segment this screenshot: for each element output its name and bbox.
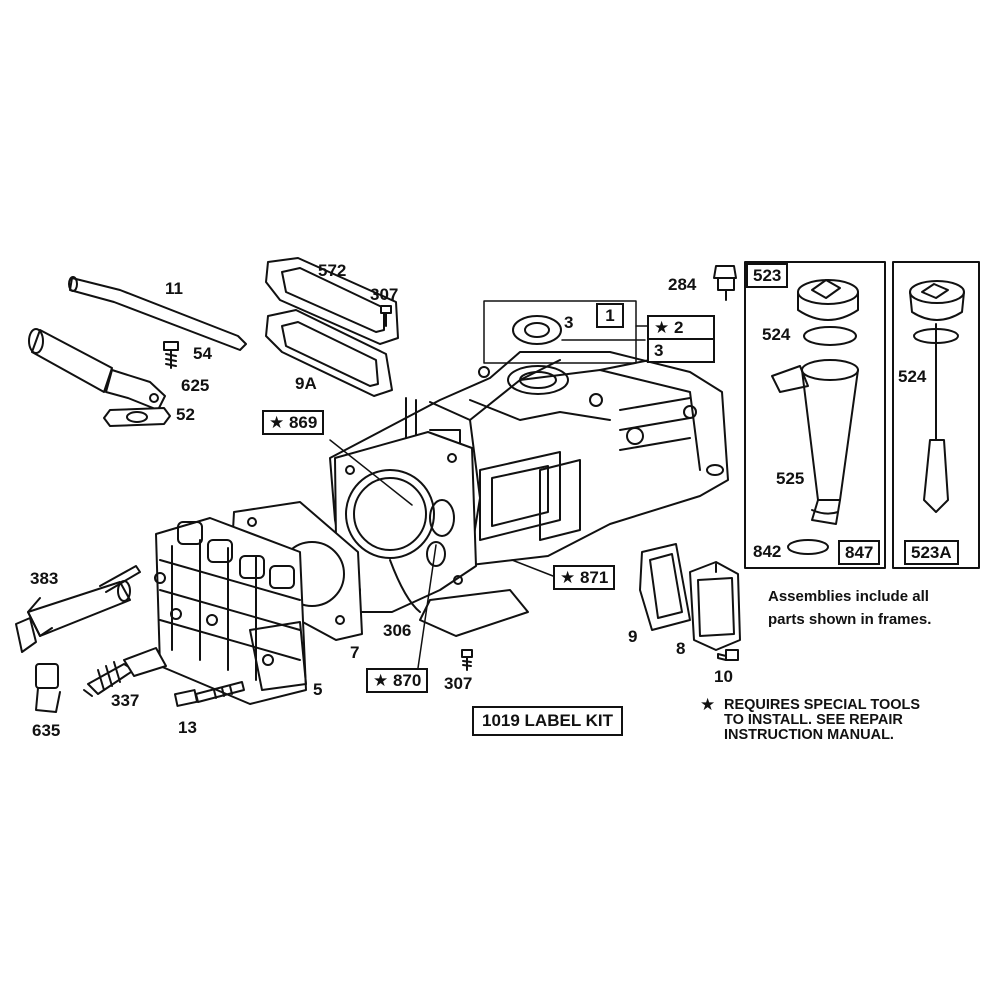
spark-plug bbox=[83, 647, 167, 697]
base-gasket bbox=[389, 559, 529, 637]
frame-523a bbox=[892, 261, 980, 569]
part-label-847: 847 bbox=[838, 540, 881, 565]
bolt-13 bbox=[173, 681, 245, 707]
part-label-284: 284 bbox=[668, 275, 697, 294]
o-ring-524a bbox=[803, 326, 857, 346]
dipstick-tube-525 bbox=[771, 359, 859, 525]
special-tools-line3: INSTRUCTION MANUAL. bbox=[724, 727, 894, 744]
part-label-2: ★ 2 bbox=[647, 315, 715, 340]
assemblies-note: Assemblies include all parts shown in fr… bbox=[768, 585, 931, 632]
oil-seal bbox=[512, 315, 562, 345]
gasket-52 bbox=[103, 407, 171, 427]
part-label-870: ★ 870 bbox=[366, 668, 429, 693]
cylinder-gasket bbox=[334, 431, 477, 613]
part-label-625: 625 bbox=[181, 376, 210, 395]
part-label-52: 52 bbox=[176, 405, 195, 424]
part-label-5: 5 bbox=[313, 680, 323, 699]
part-label-11: 11 bbox=[165, 279, 183, 298]
screw-307-bottom bbox=[461, 649, 473, 671]
o-ring-842 bbox=[787, 539, 829, 555]
part-label-842: 842 bbox=[753, 542, 782, 561]
part-label-10: 10 bbox=[714, 667, 733, 686]
part-label-9: 9 bbox=[628, 627, 638, 646]
part-label-383: 383 bbox=[30, 569, 59, 588]
plug-284 bbox=[713, 265, 737, 301]
part-label-871: ★ 871 bbox=[553, 565, 616, 590]
special-tools-line1: REQUIRES SPECIAL TOOLS bbox=[724, 697, 921, 713]
part-label-1: 1 bbox=[596, 303, 624, 328]
dipstick-tube bbox=[28, 328, 166, 411]
part-label-337: 337 bbox=[111, 691, 140, 710]
special-tools-note: ★ REQUIRES SPECIAL TOOLS TO INSTALL. SEE… bbox=[700, 695, 990, 744]
oil-cap-523 bbox=[797, 279, 859, 321]
breather-cover bbox=[689, 561, 741, 651]
gasket-572 bbox=[265, 257, 399, 345]
part-label-307-bottom: 307 bbox=[444, 674, 473, 693]
special-tools-line2: TO INSTALL. SEE REPAIR bbox=[724, 712, 903, 729]
leader-lines bbox=[329, 325, 649, 669]
part-label-8: 8 bbox=[676, 639, 686, 658]
part-label-635: 635 bbox=[32, 721, 61, 740]
screw-307-top bbox=[380, 305, 392, 327]
part-label-869: ★ 869 bbox=[262, 410, 325, 435]
part-label-3-kit: 3 bbox=[647, 338, 715, 363]
part-label-525: 525 bbox=[776, 469, 805, 488]
part-label-523a: 523A bbox=[904, 540, 959, 565]
part-label-3-seal: 3 bbox=[564, 313, 574, 332]
frame-523 bbox=[744, 261, 886, 569]
part-label-54: 54 bbox=[193, 344, 212, 363]
screw-54 bbox=[163, 341, 179, 369]
screw-10 bbox=[717, 649, 739, 661]
part-label-306: 306 bbox=[383, 621, 412, 640]
spark-plug-wrench bbox=[15, 565, 141, 653]
part-label-13: 13 bbox=[178, 718, 197, 737]
breather-tube bbox=[68, 276, 247, 351]
assemblies-note-line2: parts shown in frames. bbox=[768, 611, 932, 629]
part-label-307-top: 307 bbox=[370, 285, 399, 304]
part-label-9a: 9A bbox=[295, 374, 317, 393]
assemblies-note-line1: Assemblies include all bbox=[768, 588, 929, 605]
part-label-523: 523 bbox=[746, 263, 789, 288]
part-label-572: 572 bbox=[318, 261, 347, 280]
part-label-524-cap: 524 bbox=[762, 325, 791, 344]
cylinder-head bbox=[154, 517, 307, 705]
plug-boot bbox=[35, 663, 61, 713]
breather-gasket bbox=[639, 543, 691, 631]
star-symbol: ★ bbox=[700, 695, 716, 714]
gasket-9a bbox=[265, 309, 393, 397]
part-label-524-dipstick: 524 bbox=[898, 367, 927, 386]
label-kit-box: 1019 LABEL KIT bbox=[472, 706, 624, 736]
dipstick-523a bbox=[909, 280, 965, 513]
frame-crankcase-group bbox=[483, 300, 637, 364]
part-label-7: 7 bbox=[350, 643, 360, 662]
